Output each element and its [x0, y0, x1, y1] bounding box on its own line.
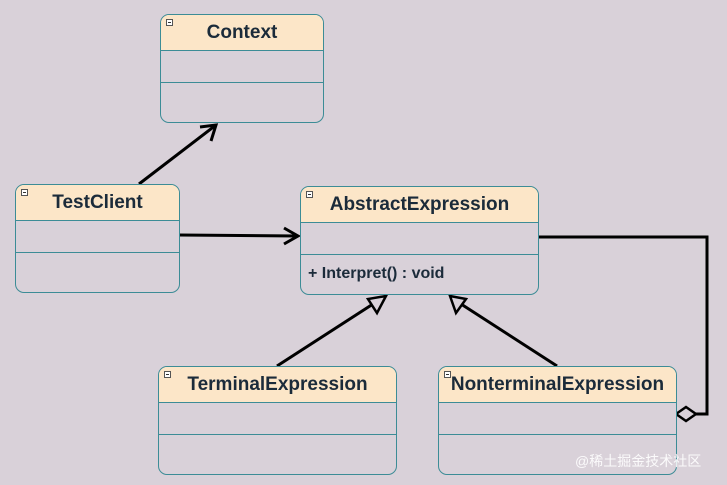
collapse-icon[interactable]: [166, 19, 173, 26]
class-name: TestClient: [52, 191, 143, 213]
collapse-icon[interactable]: [306, 191, 313, 198]
attributes-section: [161, 51, 323, 83]
methods-section: [161, 83, 323, 122]
attributes-section: [16, 221, 179, 253]
collapse-icon[interactable]: [21, 189, 28, 196]
class-name: Context: [206, 21, 278, 43]
attributes-section: [301, 223, 538, 255]
class-name: TerminalExpression: [187, 373, 368, 395]
methods-section: [159, 435, 396, 474]
class-terminalexpression[interactable]: TerminalExpression: [158, 366, 397, 475]
generalization-nonterminal-abstract: [448, 294, 558, 368]
class-header: Context: [161, 15, 323, 51]
attributes-section: [439, 403, 676, 435]
watermark: @稀土掘金技术社区: [575, 453, 702, 469]
class-name: NonterminalExpression: [450, 373, 665, 395]
methods-section: [16, 253, 179, 292]
association-testclient-abstractexpression: [178, 226, 302, 246]
class-header: TerminalExpression: [159, 367, 396, 403]
collapse-icon[interactable]: [444, 371, 451, 378]
generalization-terminal-abstract: [276, 294, 389, 368]
association-testclient-context: [138, 123, 219, 186]
methods-section: + Interpret() : void: [301, 255, 538, 294]
class-context[interactable]: Context: [160, 14, 324, 123]
class-header: NonterminalExpression: [439, 367, 676, 403]
class-header: TestClient: [16, 185, 179, 221]
attributes-section: [159, 403, 396, 435]
class-testclient[interactable]: TestClient: [15, 184, 180, 293]
class-header: AbstractExpression: [301, 187, 538, 223]
class-nonterminalexpression[interactable]: NonterminalExpression: [438, 366, 677, 475]
class-name: AbstractExpression: [329, 193, 510, 215]
class-abstractexpression[interactable]: AbstractExpression + Interpret() : void: [300, 186, 539, 295]
method-interpret: + Interpret() : void: [308, 265, 445, 282]
collapse-icon[interactable]: [164, 371, 171, 378]
